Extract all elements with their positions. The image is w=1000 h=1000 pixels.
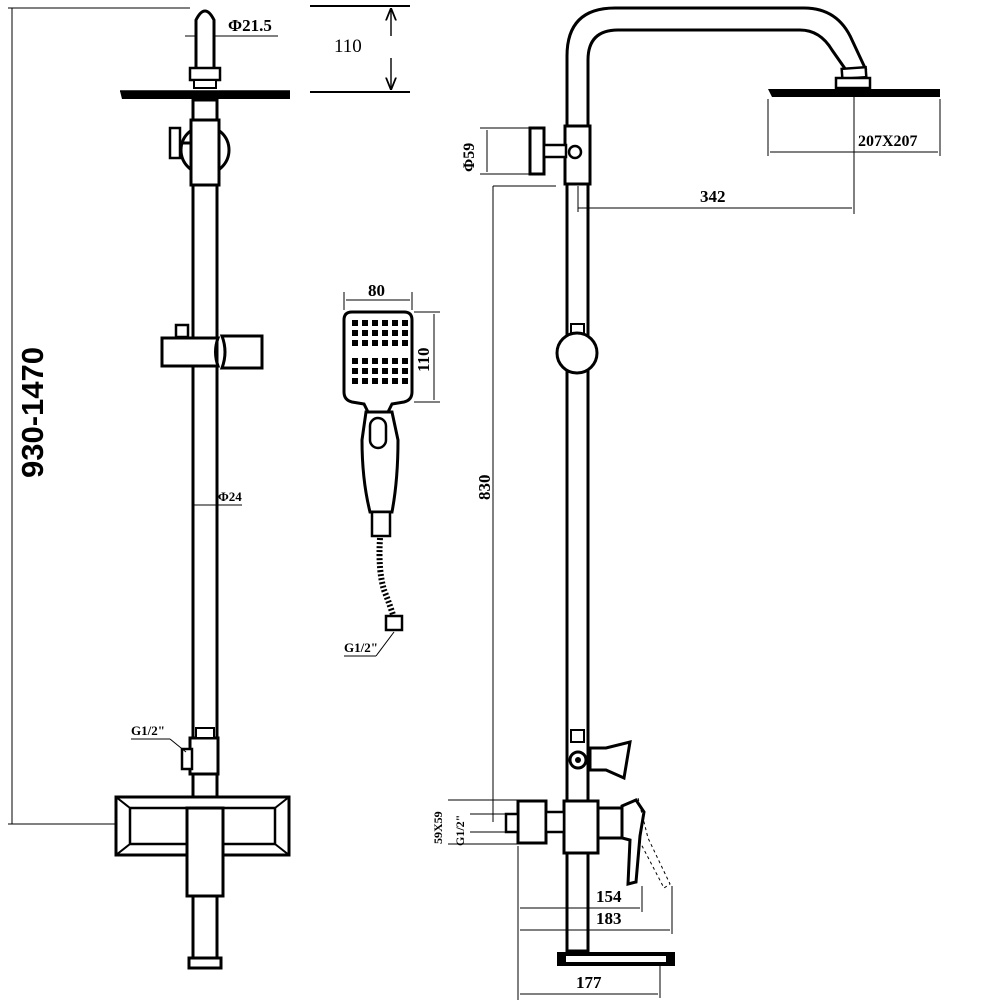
front-arm-nut <box>188 66 222 82</box>
hand-shower-neck <box>370 510 392 538</box>
front-spout-tube <box>191 894 219 960</box>
front-top-pipe <box>194 9 216 68</box>
front-outlet-nut <box>180 747 194 771</box>
nozzle <box>362 340 368 346</box>
nozzle <box>392 368 398 374</box>
hand-shower-hose-nut <box>384 614 404 632</box>
side-shower-head <box>768 89 940 97</box>
front-rail <box>191 98 219 802</box>
dim-hand-height: 110 <box>414 347 433 372</box>
nozzle <box>402 378 408 384</box>
dim-front-thread: G1/2" <box>131 723 165 738</box>
nozzle <box>382 358 388 364</box>
side-arch-arm-inner <box>586 28 848 126</box>
nozzle <box>352 378 358 384</box>
nozzle <box>392 378 398 384</box>
nozzle <box>362 330 368 336</box>
nozzle <box>402 320 408 326</box>
front-lever-handle <box>185 806 225 898</box>
side-inlet-flange <box>544 810 566 834</box>
nozzle <box>362 368 368 374</box>
nozzle <box>402 340 408 346</box>
front-spout-nozzle <box>187 956 223 970</box>
hand-shower: 80 110 G1/2" <box>342 281 440 657</box>
side-view: Φ59 207X207 342 830 59X59 G1/2" 154 183 … <box>431 6 941 1000</box>
side-diverter-screw <box>567 144 583 160</box>
side-slide-holder <box>555 331 599 375</box>
side-mixer-cartridge <box>596 806 624 840</box>
dim-spout-reach: 183 <box>596 909 622 928</box>
side-outlet-elbow <box>588 739 632 781</box>
dim-head-size: 207X207 <box>858 133 918 150</box>
side-inlet-nut <box>516 799 548 845</box>
front-outlet-collar <box>195 727 215 739</box>
hand-shower-hose <box>376 537 397 619</box>
nozzle <box>372 378 378 384</box>
front-outlet-block <box>188 736 220 776</box>
dim-rail-diameter: Φ24 <box>218 489 242 504</box>
nozzle <box>382 340 388 346</box>
nozzle <box>352 320 358 326</box>
side-inlet-thread <box>504 812 520 834</box>
side-head-connector <box>834 76 872 90</box>
side-diverter-stem <box>542 143 568 159</box>
nozzle <box>382 378 388 384</box>
dim-hand-thread: G1/2" <box>344 640 378 655</box>
front-diverter-knob <box>168 126 182 160</box>
arm-drop-dimension: 110 <box>310 5 410 93</box>
nozzle <box>382 368 388 374</box>
side-lever-open <box>621 797 671 889</box>
nozzle <box>382 330 388 336</box>
nozzle <box>352 340 358 346</box>
front-view: Φ21.5 Φ24 G1/2" 930-1470 <box>8 7 291 970</box>
nozzle <box>352 368 358 374</box>
dim-lever-reach: 154 <box>596 887 622 906</box>
nozzle <box>372 330 378 336</box>
nozzle <box>402 368 408 374</box>
dim-outlet-height: 830 <box>475 475 494 501</box>
dim-top-pipe-diameter: Φ21.5 <box>228 16 272 35</box>
dim-arm-reach: 342 <box>700 187 726 206</box>
nozzle <box>362 320 368 326</box>
side-diverter-knob <box>528 126 546 176</box>
dim-base-reach: 177 <box>576 973 602 992</box>
side-mixer-body <box>562 799 600 855</box>
dim-hand-width: 80 <box>368 281 385 300</box>
nozzle <box>402 330 408 336</box>
front-slide-holder-cup <box>219 334 264 370</box>
nozzle <box>382 320 388 326</box>
side-lever-handle <box>620 798 646 886</box>
nozzle <box>352 330 358 336</box>
nozzle <box>402 358 408 364</box>
nozzle <box>392 320 398 326</box>
dim-inlet-size: 59X59 <box>431 811 445 844</box>
nozzle <box>372 358 378 364</box>
nozzle <box>392 340 398 346</box>
side-arch-arm <box>565 6 868 126</box>
nozzle <box>362 378 368 384</box>
front-head-connector <box>193 79 217 89</box>
nozzle <box>392 330 398 336</box>
front-slide-knob <box>174 323 190 339</box>
dim-valve-diameter: Φ59 <box>461 143 478 172</box>
side-rail-collar-low <box>570 729 585 743</box>
nozzle <box>362 358 368 364</box>
dim-inlet-thread: G1/2" <box>453 815 467 846</box>
nozzle <box>372 368 378 374</box>
front-rail-collar <box>189 118 221 187</box>
front-shower-head <box>120 91 290 99</box>
hand-shower-nozzles <box>352 320 408 384</box>
nozzle <box>372 340 378 346</box>
dim-overall-height: 930-1470 <box>15 347 50 478</box>
nozzle <box>392 358 398 364</box>
nozzle <box>352 358 358 364</box>
dim-arm-drop: 110 <box>334 36 362 57</box>
nozzle <box>372 320 378 326</box>
front-slide-holder <box>160 336 221 368</box>
hand-shower-button <box>368 416 388 450</box>
